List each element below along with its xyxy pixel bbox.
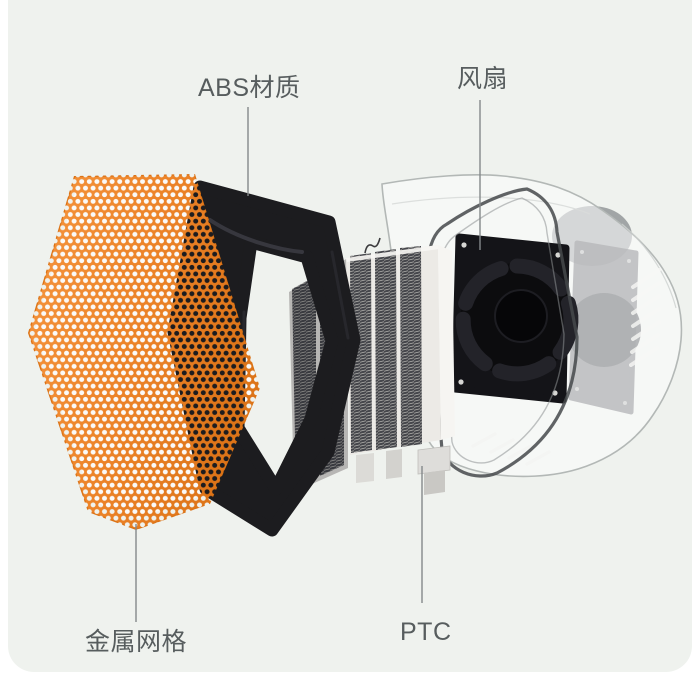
housing-front-rim-inner — [438, 197, 565, 464]
callout-abs-material: ABS材质 — [198, 75, 301, 101]
housing-front-rim — [426, 187, 579, 478]
callout-ptc: PTC — [400, 619, 452, 645]
metal-mesh-label: 金属网格 — [85, 628, 188, 656]
callout-metal-mesh: 金属网格 — [85, 629, 187, 655]
fan-label: 风扇 — [457, 65, 509, 93]
transparent-housing — [381, 174, 683, 478]
ptc-side-face — [438, 245, 455, 440]
housing-inner-edge-right — [621, 223, 677, 309]
leader-lines — [135, 100, 481, 622]
abs-material-label: ABS材质 — [198, 74, 301, 102]
ptc-wire — [364, 237, 381, 254]
ptc-mounting-tabs — [356, 445, 451, 495]
housing-inner-edge-top — [391, 196, 591, 215]
metal-mesh-grille — [26, 172, 262, 532]
fan-hub — [495, 290, 547, 342]
callout-fan: 风扇 — [457, 66, 508, 92]
louver-vents-right — [629, 268, 661, 367]
ptc-label: PTC — [400, 618, 452, 646]
louver-vents-bottom — [471, 432, 551, 466]
axial-fan — [451, 233, 579, 404]
